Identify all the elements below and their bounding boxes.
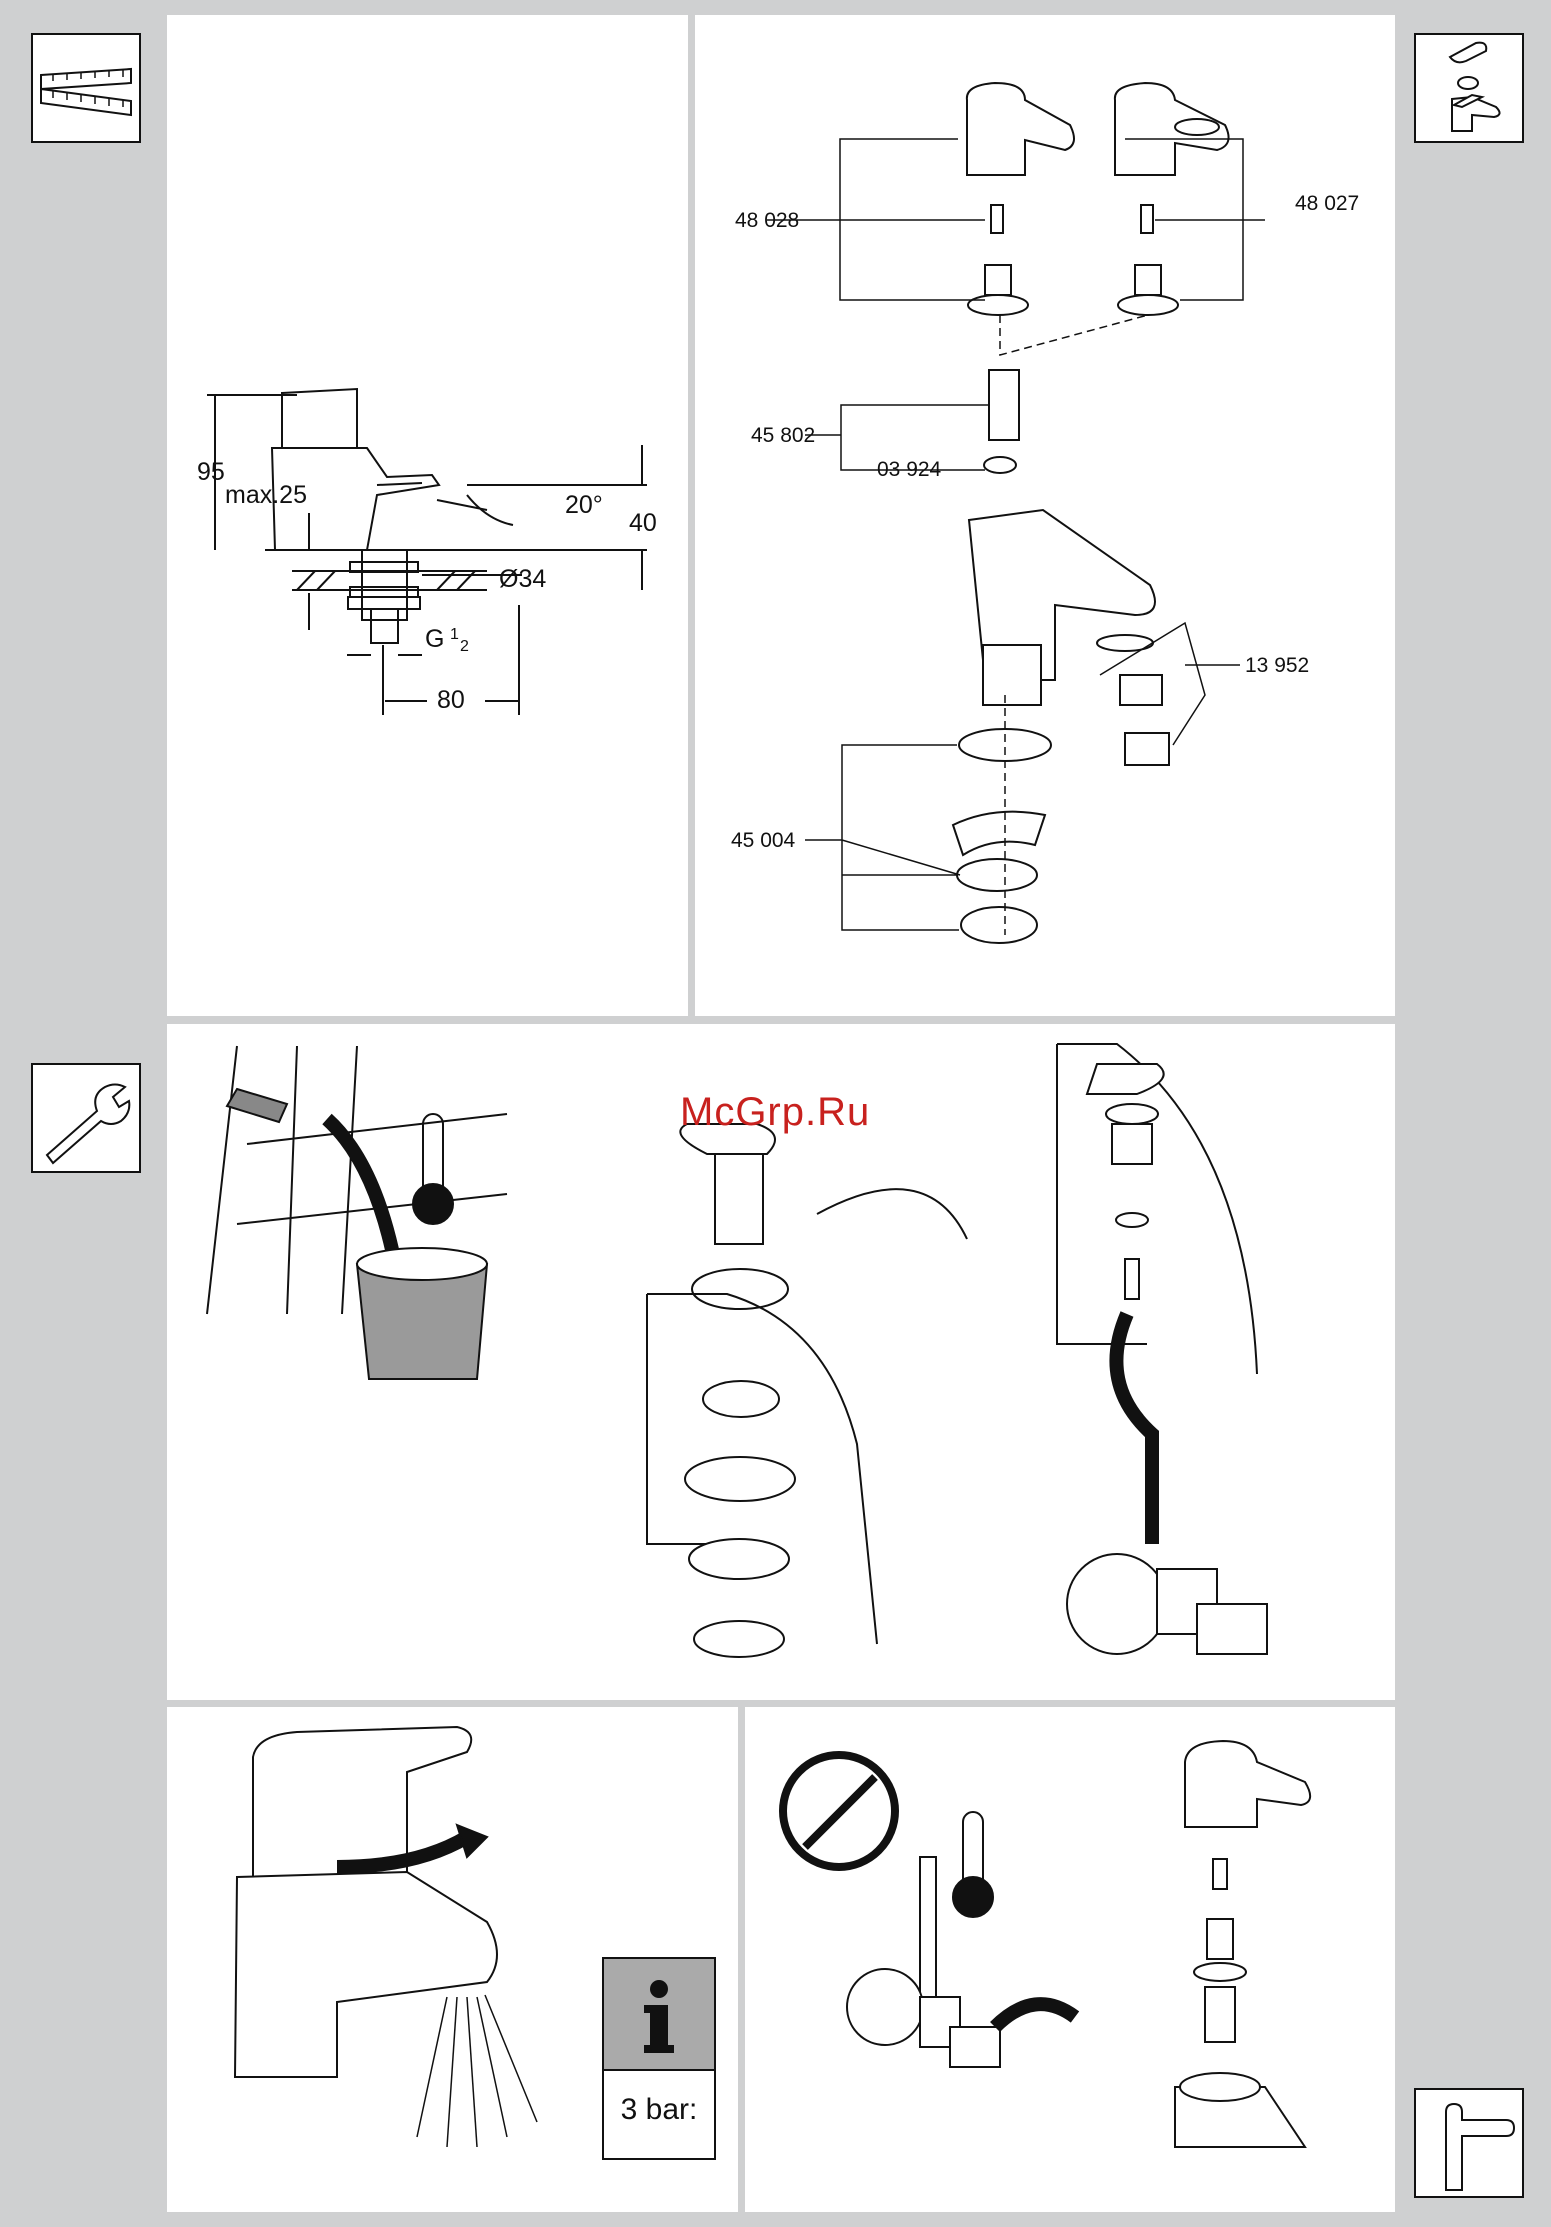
dim-thread-sub: 2 (460, 638, 469, 655)
dim-max: max.25 (225, 481, 307, 509)
dim-height: 95 (197, 458, 225, 486)
info-icon (604, 1959, 714, 2071)
maintenance-drawing (745, 1707, 1395, 2212)
pressure-label: 3 bar: (604, 2071, 714, 2127)
dim-width: 80 (437, 686, 465, 714)
dim-angle: 20° (565, 491, 603, 519)
panel-exploded-view: 48 028 48 027 45 802 03 924 13 952 45 00… (695, 15, 1395, 1016)
exploded-parts-drawing: 48 028 48 027 45 802 03 924 13 952 45 00… (695, 15, 1395, 1016)
hex-key-icon (1414, 2088, 1524, 2198)
part-number-1: 48 028 (735, 209, 799, 232)
panel-maintenance (745, 1707, 1395, 2212)
dim-thread-sup: 1 (450, 626, 459, 643)
watermark: McGrp.Ru (680, 1090, 870, 1135)
part-number-2: 48 027 (1295, 192, 1359, 215)
part-number-5: 13 952 (1245, 654, 1309, 677)
panel-dimensions: 95 max.25 20° 40 Ø34 G 1 2 80 (167, 15, 688, 1016)
part-number-3: 45 802 (751, 424, 815, 447)
part-number-4: 03 924 (877, 458, 942, 481)
dim-offset: 40 (629, 509, 657, 537)
info-box: 3 bar: (602, 1957, 716, 2160)
ruler-icon (31, 33, 141, 143)
dim-diameter: Ø34 (499, 565, 546, 593)
dim-thread: G (425, 625, 444, 653)
dimension-drawing: 95 max.25 20° 40 Ø34 G 1 2 80 (167, 15, 688, 1016)
part-number-6: 45 004 (731, 829, 796, 852)
wrench-icon (31, 1063, 141, 1173)
faucet-parts-icon (1414, 33, 1524, 143)
